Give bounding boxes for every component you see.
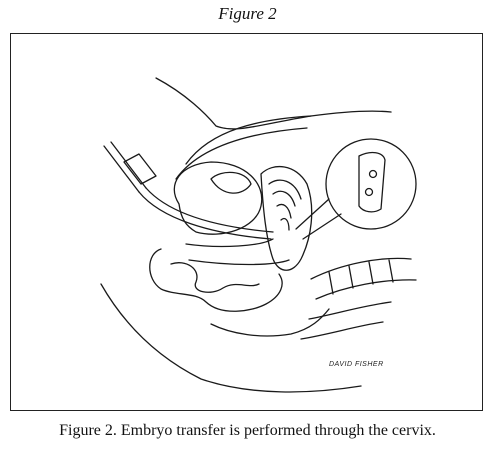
sacrum <box>300 257 417 340</box>
figure-heading: Figure 2 <box>218 4 277 23</box>
bladder <box>173 161 263 235</box>
illustration-frame: DAVID FISHER <box>10 33 483 411</box>
uterus <box>260 165 313 271</box>
catheter-tip-inset <box>295 138 417 240</box>
abdomen-contour <box>155 77 392 130</box>
artist-signature: DAVID FISHER <box>329 361 384 368</box>
rectum <box>149 248 283 312</box>
figure-caption: Figure 2. Embryo transfer is performed t… <box>59 422 436 439</box>
thigh-contour <box>100 283 362 393</box>
catheter-syringe <box>103 141 274 240</box>
pelvic-anatomy-illustration: DAVID FISHER <box>100 77 417 393</box>
